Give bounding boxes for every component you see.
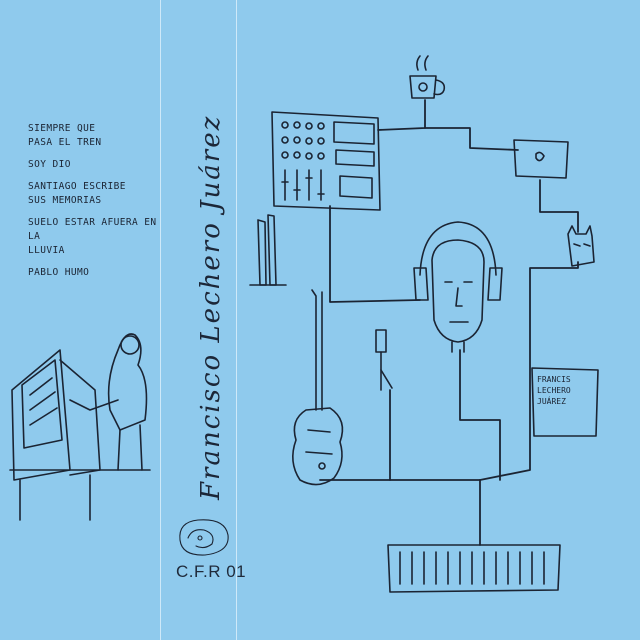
fold-line-left [160, 0, 161, 640]
sign-text: Francis Lechero Juárez [537, 375, 571, 406]
catalog-number: C.F.R 01 [176, 562, 247, 581]
track-1: Siempre que pasa el tren [28, 123, 102, 148]
mixer-illustration [271, 111, 381, 211]
track-2: Soy Dio [28, 159, 71, 170]
speaker-stacks-illustration [249, 214, 287, 286]
microphone-illustration [375, 329, 393, 391]
track-3: Santiago escribe sus memorias [28, 181, 126, 206]
keyboard-illustration [387, 544, 561, 593]
guitar-illustration [292, 289, 344, 486]
track-4: Suelo estar afuera en la lluvia [28, 217, 157, 256]
small-figure-illustration [567, 225, 595, 267]
coffee-mug-illustration [409, 55, 446, 99]
label-logo [179, 519, 229, 556]
fold-line-right [236, 0, 237, 640]
tracklist: Siempre que pasa el tren Soy Dio Santiag… [28, 122, 168, 288]
headphones-head-illustration [413, 221, 503, 353]
computer-screen-illustration [513, 139, 569, 179]
cables [319, 99, 579, 546]
track-5: Pablo Humo [28, 267, 90, 278]
name-sign-illustration [531, 367, 599, 437]
piano-player-illustration [9, 333, 151, 521]
